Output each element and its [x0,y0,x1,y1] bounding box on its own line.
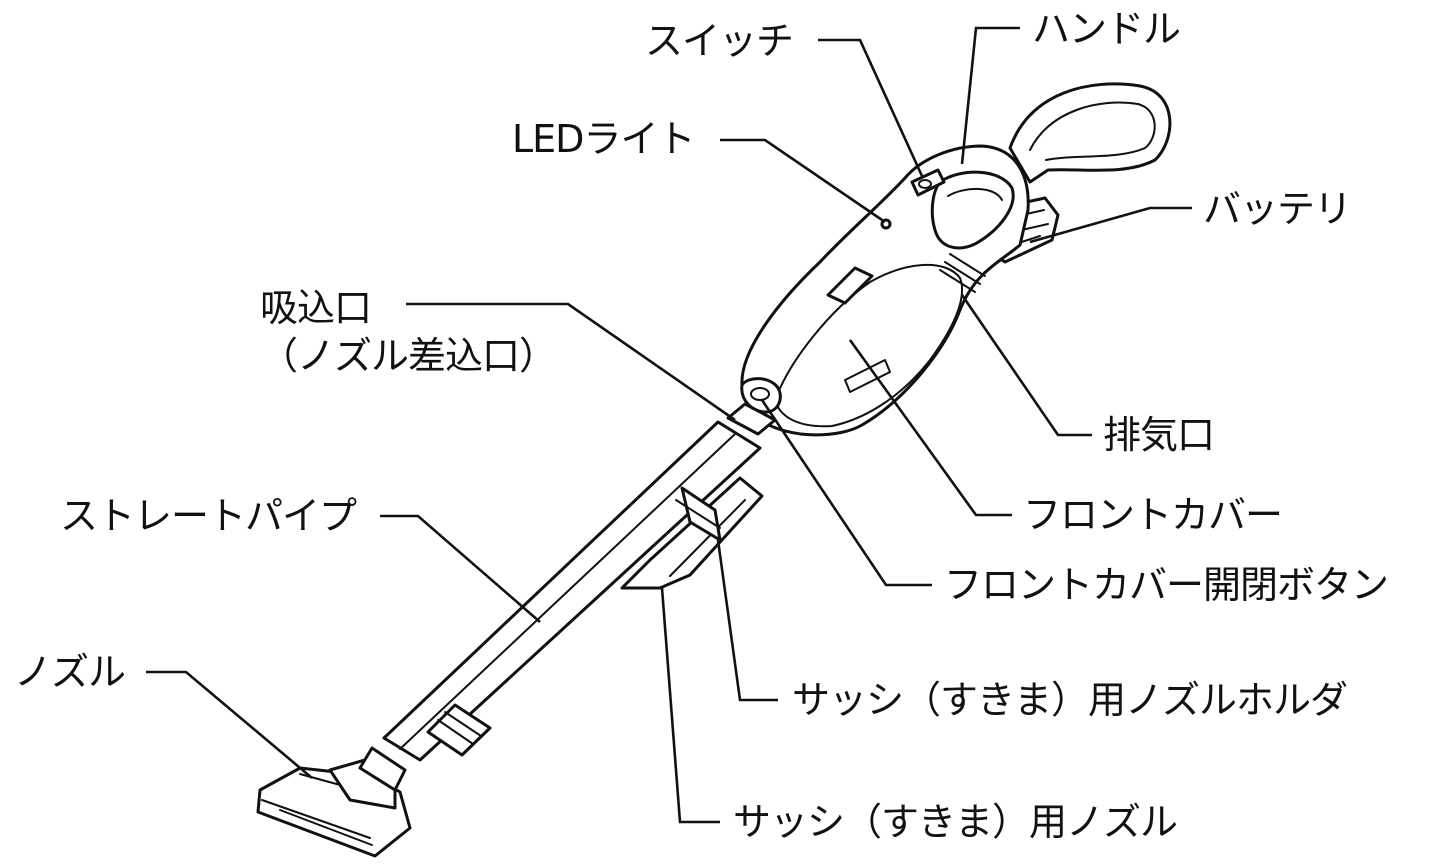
floor-nozzle-shape [256,746,412,858]
leader-crevice [660,587,720,824]
leader-cover-button [760,399,932,587]
leader-pipe [380,514,541,623]
label-nozzle: ノズル [14,650,126,694]
main-body-shape [726,144,1030,437]
crevice-nozzle-shape [620,476,764,590]
label-handle: ハンドル [1032,7,1181,51]
straight-pipe-shape [382,420,762,762]
label-front-cover: フロントカバー [1023,493,1283,537]
leader-exhaust [960,294,1092,437]
label-crevice-nozzle: サッシ（すきま）用ノズル [733,800,1178,844]
leader-front-cover [848,339,1012,517]
leader-nozzle [146,670,313,779]
leader-led [720,138,886,224]
hand-strap [1008,82,1172,184]
label-straight-pipe: ストレートパイプ [60,494,357,538]
label-battery: バッテリ [1203,187,1352,231]
leader-switch [818,38,924,177]
leader-suction [406,302,736,422]
leader-lines [146,26,1192,824]
leader-battery [1029,206,1192,244]
label-suction-port: 吸込口 （ノズル差込口） [260,286,557,378]
label-crevice-holder: サッシ（すきま）用ノズルホルダ [792,678,1348,722]
leader-handle [960,26,1020,165]
label-front-cover-button: フロントカバー開閉ボタン [944,563,1389,607]
leader-holder [716,539,778,702]
label-led-light: LEDライト [512,117,695,161]
label-exhaust-port: 排気口 [1103,413,1215,457]
vacuum-illustration [256,82,1172,858]
label-switch: スイッチ [645,19,794,63]
